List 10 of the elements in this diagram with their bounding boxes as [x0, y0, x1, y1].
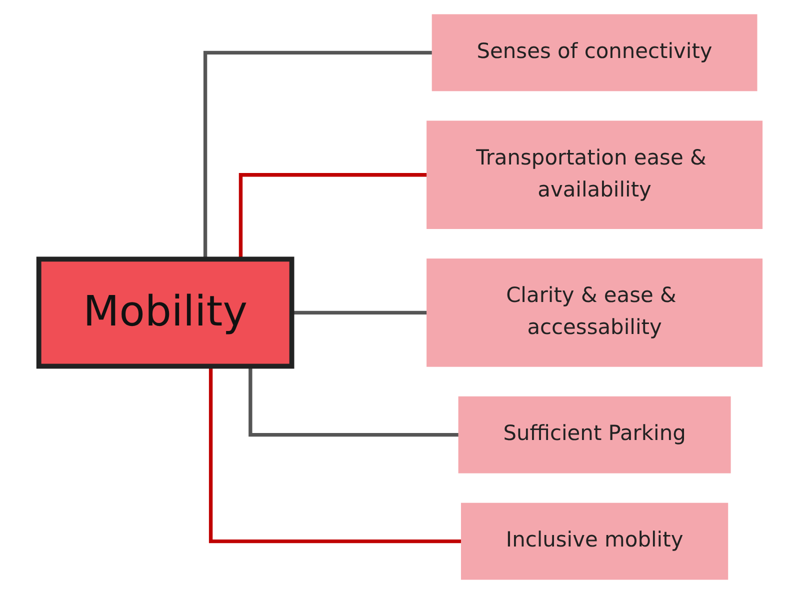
node-box: Senses of connectivity [431, 14, 757, 92]
node-box: Mobility [36, 256, 294, 369]
connector [208, 366, 462, 544]
node-box: Clarity & ease & accessability [426, 258, 762, 367]
node-box: Inclusive moblity [460, 502, 728, 580]
connector [248, 366, 459, 437]
node-box: Sufficient Parking [458, 396, 730, 474]
connector [203, 50, 432, 260]
connector [238, 173, 427, 260]
node-box: Transportation ease & availability [426, 120, 762, 229]
